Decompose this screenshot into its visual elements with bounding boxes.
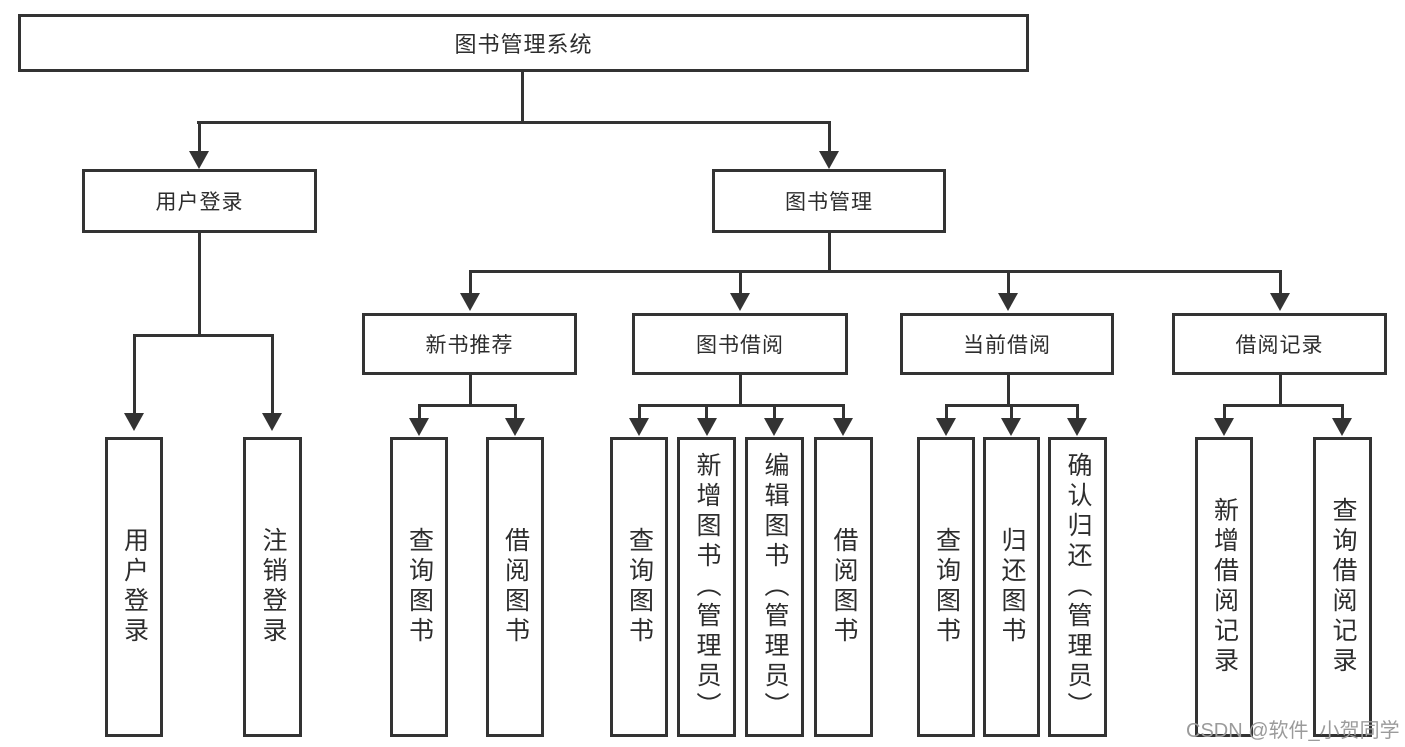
node-label: 用户登录 [120, 527, 149, 647]
connector-borrow-record-bar [1223, 404, 1344, 407]
leaf-add-borrow-record: 新增借阅记录 [1195, 437, 1253, 737]
connector-shaft [739, 270, 742, 295]
connector-leaf-shaft [1076, 404, 1079, 420]
connector-leaf-shaft [842, 404, 845, 420]
connector-book-mgmt-drop [828, 233, 831, 272]
connector-level2-bar [469, 270, 1282, 273]
node-label: 当前借阅 [963, 334, 1051, 357]
leaf-borrow-books-recommend: 借阅图书 [486, 437, 544, 737]
connector-leaf-shaft [271, 334, 274, 415]
node-library-management-system: 图书管理系统 [18, 14, 1029, 72]
connector-new-book-drop [469, 375, 472, 406]
leaf-query-borrow-record: 查询借阅记录 [1313, 437, 1372, 737]
leaf-user-login: 用户登录 [105, 437, 163, 737]
arrow-down-icon [697, 418, 717, 436]
connector-leaf-shaft [1341, 404, 1344, 420]
connector-leaf-shaft [514, 404, 517, 420]
arrow-down-icon [764, 418, 784, 436]
connector-shaft [469, 270, 472, 295]
node-label: 图书借阅 [696, 334, 784, 357]
connector-leaf-shaft [133, 334, 136, 415]
connector-book-mgmt-shaft [828, 121, 831, 153]
leaf-query-books-borrowing: 查询图书 [610, 437, 668, 737]
arrow-down-icon [409, 418, 429, 436]
node-label: 注销登录 [259, 527, 287, 647]
arrow-down-icon [1214, 418, 1234, 436]
leaf-return-book: 归还图书 [983, 437, 1040, 737]
arrow-down-icon [819, 151, 839, 169]
arrow-down-icon [936, 418, 956, 436]
node-label: 新增借阅记录 [1210, 497, 1239, 677]
connector-new-book-bar [418, 404, 517, 407]
arrow-down-icon [629, 418, 649, 436]
arrow-down-icon [1067, 418, 1087, 436]
connector-leaf-shaft [1010, 404, 1013, 420]
connector-borrow-record-drop [1279, 375, 1282, 406]
arrow-down-icon [1332, 418, 1352, 436]
connector-root-drop [521, 71, 524, 122]
arrow-down-icon [1270, 293, 1290, 311]
node-label: 查询图书 [625, 527, 654, 647]
connector-leaf-shaft [638, 404, 641, 420]
arrow-down-icon [189, 151, 209, 169]
csdn-watermark: CSDN @软件_小贺同学 [1186, 720, 1400, 742]
leaf-query-books-current: 查询图书 [917, 437, 975, 737]
connector-user-login-shaft [198, 121, 201, 153]
arrow-down-icon [833, 418, 853, 436]
connector-user-login-bar [133, 334, 274, 337]
connector-leaf-shaft [945, 404, 948, 420]
connector-shaft [1007, 270, 1010, 295]
node-borrowing-records: 借阅记录 [1172, 313, 1387, 375]
leaf-borrow-books-borrowing: 借阅图书 [814, 437, 873, 737]
node-label: 查询图书 [405, 527, 434, 647]
leaf-logout: 注销登录 [243, 437, 302, 737]
node-book-borrowing: 图书借阅 [632, 313, 848, 375]
node-label: 新书推荐 [425, 334, 514, 357]
node-label: 查询借阅记录 [1329, 497, 1357, 677]
node-label: 借阅图书 [501, 527, 530, 647]
node-label: 归还图书 [998, 527, 1026, 647]
arrow-down-icon [505, 418, 525, 436]
node-label: 借阅图书 [830, 527, 858, 647]
connector-leaf-shaft [1223, 404, 1226, 420]
connector-shaft [1279, 270, 1282, 295]
connector-leaf-shaft [418, 404, 421, 420]
leaf-add-book-admin: 新增图书（管理员） [677, 437, 736, 737]
node-label: 编辑图书（管理员） [761, 452, 789, 722]
arrow-down-icon [262, 413, 282, 431]
node-current-borrowing: 当前借阅 [900, 313, 1114, 375]
arrow-down-icon [1001, 418, 1021, 436]
node-label: 新增图书（管理员） [693, 452, 721, 722]
leaf-confirm-return-admin: 确认归还（管理员） [1048, 437, 1107, 737]
connector-user-login-drop [198, 233, 201, 336]
arrow-down-icon [124, 413, 144, 431]
node-new-book-recommend: 新书推荐 [362, 313, 577, 375]
node-label: 图书管理系统 [454, 32, 593, 57]
connector-level1-bar [197, 121, 831, 124]
node-label: 确认归还（管理员） [1064, 452, 1092, 722]
node-label: 借阅记录 [1235, 334, 1324, 357]
leaf-edit-book-admin: 编辑图书（管理员） [745, 437, 804, 737]
connector-leaf-shaft [705, 404, 708, 420]
node-label: 图书管理 [785, 191, 873, 214]
node-label: 用户登录 [155, 191, 244, 214]
arrow-down-icon [730, 293, 750, 311]
connector-book-borrow-drop [739, 375, 742, 406]
node-user-login: 用户登录 [82, 169, 317, 233]
connector-leaf-shaft [773, 404, 776, 420]
connector-book-borrow-bar [638, 404, 845, 407]
node-label: 查询图书 [932, 527, 961, 647]
leaf-query-books-recommend: 查询图书 [390, 437, 448, 737]
node-book-management: 图书管理 [712, 169, 946, 233]
arrow-down-icon [460, 293, 480, 311]
arrow-down-icon [998, 293, 1018, 311]
connector-current-borrow-drop [1007, 375, 1010, 406]
